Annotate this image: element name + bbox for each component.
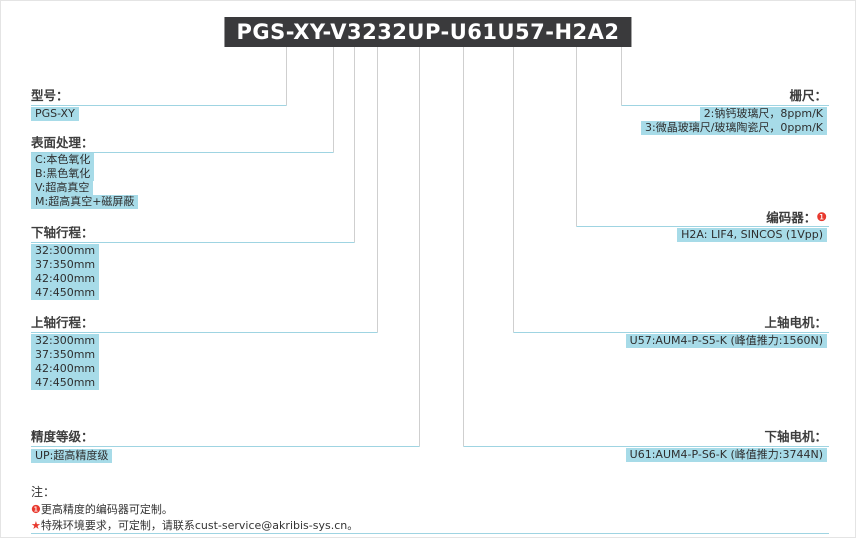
chip-surface-treatment-3: M:超高真空+磁屏蔽 — [31, 195, 139, 209]
chip-surface-treatment-1: B:黑色氧化 — [31, 167, 95, 181]
encoder-customizable-badge: ❶ — [816, 210, 827, 224]
note-2-marker: ★ — [31, 519, 41, 532]
chip-upper-axis-motor: U57:AUM4-P-S5-K (峰值推力:1560N) — [625, 334, 827, 348]
chip-upper-axis-travel-1: 37:350mm — [31, 348, 100, 362]
note-1-text: 更高精度的编码器可定制。 — [40, 503, 173, 516]
chip-surface-treatment-2: V:超高真空 — [31, 181, 94, 195]
chip-scale-1: 3:微晶玻璃尺/玻璃陶瓷尺，0ppm/K — [640, 121, 827, 135]
label-lower-axis-travel: 下轴行程： — [31, 225, 94, 240]
label-model: 型号： — [31, 88, 69, 103]
label-accuracy-grade: 精度等级： — [31, 429, 94, 444]
chip-surface-treatment-0: C:本色氧化 — [31, 153, 95, 167]
vertical-connector-lines — [286, 47, 622, 447]
note-1-marker: ❶ — [31, 503, 41, 516]
chip-lower-axis-travel-0: 32:300mm — [31, 244, 100, 258]
notes-heading: 注： — [31, 485, 56, 499]
label-encoder: 编码器：❶ — [766, 209, 827, 226]
section-underlines — [31, 105, 829, 534]
model-code-title: PGS-XY-V3232UP-U61U57-H2A2 — [224, 17, 632, 47]
chip-upper-axis-travel-2: 42:400mm — [31, 362, 100, 376]
label-upper-axis-travel: 上轴行程： — [31, 315, 94, 330]
note-2-text: 特殊环境要求，可定制，请联系cust-service@akribis-sys.c… — [40, 519, 359, 532]
label-encoder-text: 编码器： — [766, 210, 817, 225]
note-encoder-custom: ❶更高精度的编码器可定制。 — [31, 503, 173, 517]
chip-scale-0: 2:钠钙玻璃尺，8ppm/K — [699, 107, 827, 121]
chip-lower-axis-travel-1: 37:350mm — [31, 258, 100, 272]
label-upper-axis-motor: 上轴电机： — [764, 315, 827, 330]
chip-upper-axis-travel-3: 47:450mm — [31, 376, 100, 390]
note-special-environment: ★特殊环境要求，可定制，请联系cust-service@akribis-sys.… — [31, 519, 358, 533]
chip-lower-axis-travel-3: 47:450mm — [31, 286, 100, 300]
chip-encoder: H2A: LIF4, SINCOS (1Vpp) — [677, 228, 827, 242]
label-lower-axis-motor: 下轴电机： — [764, 429, 827, 444]
chip-model: PGS-XY — [31, 107, 79, 121]
label-surface-treatment: 表面处理： — [31, 135, 94, 150]
chip-lower-axis-travel-2: 42:400mm — [31, 272, 100, 286]
label-scale: 栅尺： — [789, 88, 827, 103]
chip-upper-axis-travel-0: 32:300mm — [31, 334, 100, 348]
chip-accuracy-grade: UP:超高精度级 — [31, 449, 113, 463]
chip-lower-axis-motor: U61:AUM4-P-S6-K (峰值推力:3744N) — [625, 448, 827, 462]
